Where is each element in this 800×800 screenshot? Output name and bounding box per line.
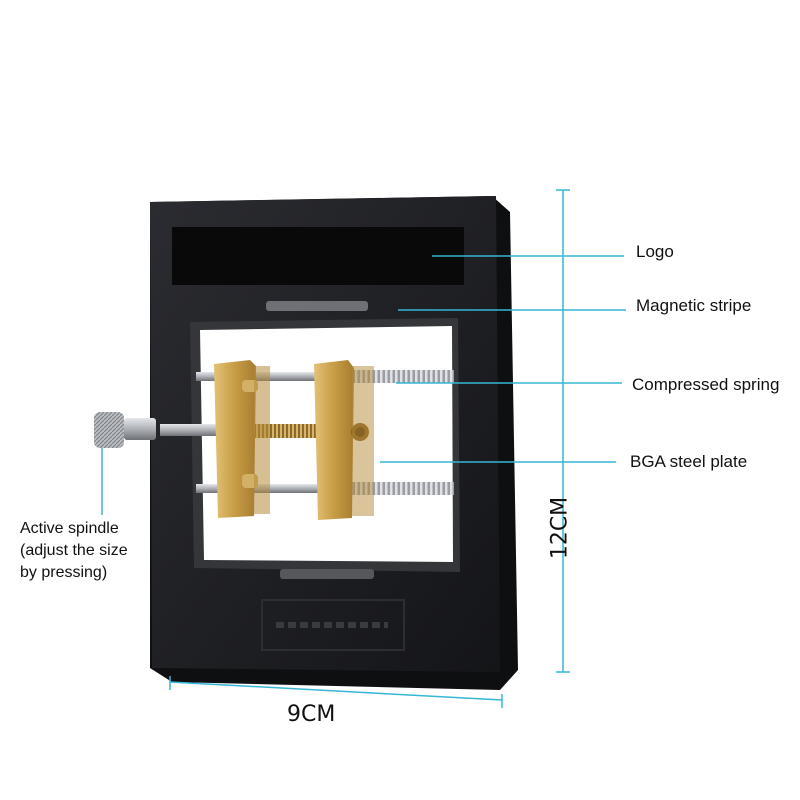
dimension-height: 12CM <box>547 496 573 560</box>
logo-recess <box>172 227 464 285</box>
label-bga-plate: BGA steel plate <box>630 452 748 471</box>
label-logo: Logo <box>636 242 674 261</box>
dimension-width: 9CM <box>287 702 336 727</box>
label-compressed-spring: Compressed spring <box>632 375 780 394</box>
callout-lines <box>101 255 626 515</box>
label-active-spindle-line2: (adjust the size <box>20 542 128 559</box>
label-active-spindle-line1: Active spindle <box>20 520 119 537</box>
compressed-springs <box>348 370 454 495</box>
embossed-label <box>261 599 405 651</box>
bottom-slot <box>280 569 374 579</box>
label-active-spindle-line3: by pressing) <box>20 564 108 581</box>
magnetic-stripe-slot <box>266 301 368 311</box>
dimension-lines <box>169 189 570 708</box>
label-magnetic-stripe: Magnetic stripe <box>636 296 752 315</box>
brass-clamp-left <box>214 360 270 518</box>
brass-clamp-right <box>314 360 374 520</box>
label-active-spindle: Active spindle (adjust the size by press… <box>20 518 200 584</box>
